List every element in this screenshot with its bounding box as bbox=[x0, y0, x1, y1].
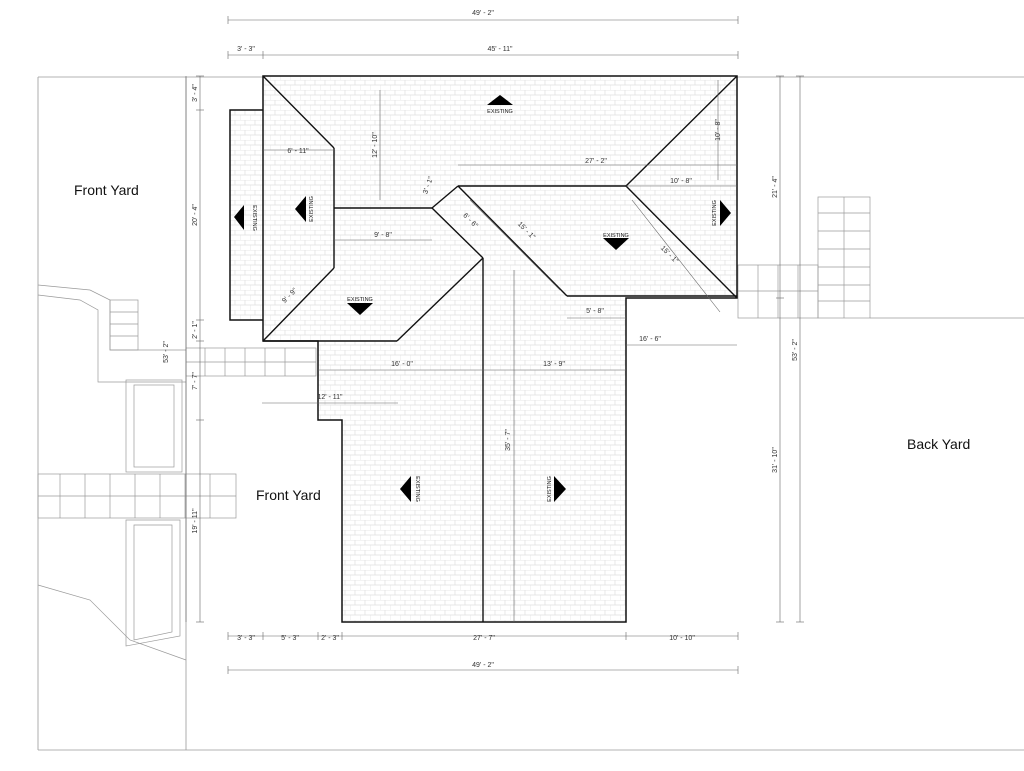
arrow-left-marker bbox=[400, 476, 411, 502]
dim-16-6: 16' - 6" bbox=[639, 336, 661, 343]
existing-label: EXISTING bbox=[251, 205, 257, 231]
arrow-left-marker bbox=[295, 196, 306, 222]
arrow-down-marker bbox=[603, 238, 629, 250]
existing-label: EXISTING bbox=[487, 109, 513, 115]
dim-right-b: 53' - 2" bbox=[792, 339, 799, 361]
arrow-right-marker bbox=[554, 476, 566, 502]
dim-10-8-b: 10' - 8" bbox=[670, 178, 692, 185]
existing-label: EXISTING bbox=[603, 233, 629, 239]
dim-6-11: 6' - 11" bbox=[287, 148, 309, 155]
existing-label: EXISTING bbox=[414, 476, 420, 502]
dim-left-f: 19' - 11" bbox=[192, 508, 199, 534]
dim-bot-d: 27' - 7" bbox=[473, 635, 495, 642]
existing-label: EXISTING bbox=[347, 297, 373, 303]
dim-12-11: 12' - 11" bbox=[317, 394, 343, 401]
existing-label: EXISTING bbox=[712, 200, 718, 226]
dim-27-2: 27' - 2" bbox=[585, 158, 607, 165]
arrow-right-marker bbox=[720, 200, 731, 226]
back-deck bbox=[737, 196, 1024, 319]
dim-12-10: 12' - 10" bbox=[372, 132, 379, 158]
dim-left-c: 2' - 1" bbox=[192, 321, 199, 339]
arrow-down-marker bbox=[347, 303, 373, 315]
dim-10-8-a: 10' - 8" bbox=[715, 119, 722, 141]
dim-13-9: 13' - 9" bbox=[543, 361, 565, 368]
dim-bot-b: 5' - 3" bbox=[281, 635, 299, 642]
dim-bot-c: 2' - 3" bbox=[321, 635, 339, 642]
roof-ridges bbox=[262, 75, 738, 622]
dim-top-left: 3' - 3" bbox=[237, 46, 255, 53]
dim-bot-overall: 49' - 2" bbox=[472, 662, 494, 669]
existing-markers bbox=[234, 95, 731, 502]
dimension-lines bbox=[185, 16, 804, 674]
arrow-left-marker bbox=[234, 205, 244, 230]
dim-9-8: 9' - 8" bbox=[374, 232, 392, 239]
dim-35-7: 35' - 7" bbox=[505, 429, 512, 451]
dim-left-b: 20' - 4" bbox=[192, 204, 199, 226]
dim-left-d: 53' - 2" bbox=[163, 341, 170, 363]
dim-right-c: 31' - 10" bbox=[772, 447, 779, 473]
front-walkway bbox=[37, 284, 317, 661]
existing-label: EXISTING bbox=[309, 196, 315, 222]
back-yard-label: Back Yard bbox=[907, 436, 970, 452]
dim-right-a: 21' - 4" bbox=[772, 176, 779, 198]
front-yard-label: Front Yard bbox=[256, 487, 321, 503]
existing-labels: EXISTING EXISTING EXISTING EXISTING EXIS… bbox=[251, 109, 718, 502]
dim-top-main: 45' - 11" bbox=[487, 46, 513, 53]
dim-left-a: 3' - 4" bbox=[192, 84, 199, 102]
arrow-up-marker bbox=[487, 95, 513, 105]
front-yard-label: Front Yard bbox=[74, 182, 139, 198]
dim-bot-e: 10' - 10" bbox=[669, 635, 695, 642]
dim-left-e: 7' - 7" bbox=[192, 372, 199, 390]
dim-bot-a: 3' - 3" bbox=[237, 635, 255, 642]
existing-label: EXISTING bbox=[547, 476, 553, 502]
dim-5-8: 5' - 8" bbox=[586, 308, 604, 315]
dim-top-overall: 49' - 2" bbox=[472, 10, 494, 17]
dim-16-0: 16' - 0" bbox=[391, 361, 413, 368]
